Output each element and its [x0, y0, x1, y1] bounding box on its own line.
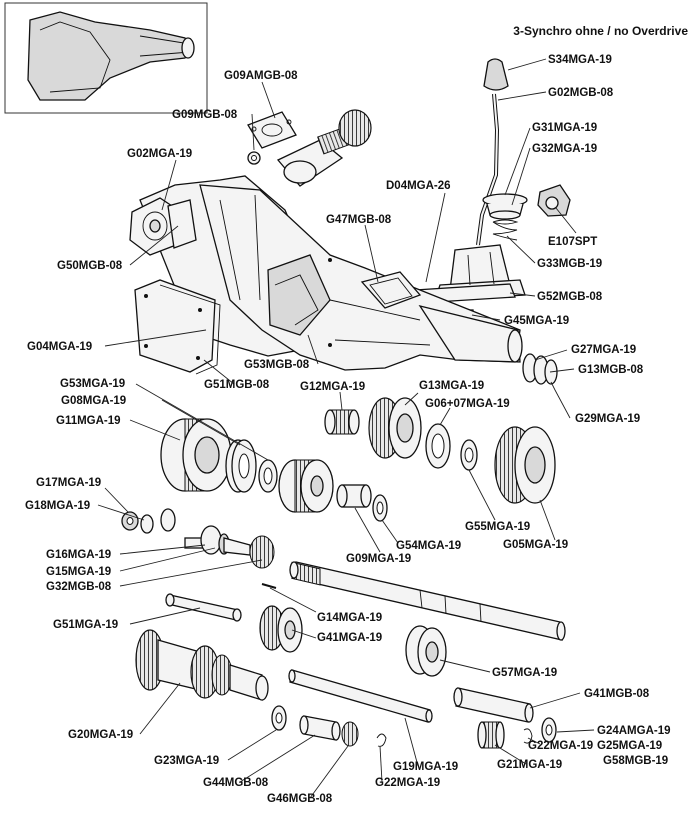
side-cover-gasket: [159, 284, 221, 375]
label-G18MGA19: G18MGA-19: [25, 500, 90, 512]
spacer-tube: [299, 715, 341, 741]
label-G05MGA19: G05MGA-19: [503, 539, 568, 551]
label-G13MGA19: G13MGA-19: [419, 380, 484, 392]
label-G54MGA19: G54MGA-19: [396, 540, 461, 552]
reverse-light-switch: [537, 184, 571, 217]
label-G09AMGB08: G09AMGB-08: [224, 70, 298, 82]
speedo-drive: [276, 109, 372, 187]
gear-lever: [476, 93, 500, 246]
reverse-shaft: [288, 669, 433, 723]
label-G25MGA19: G25MGA-19: [597, 740, 662, 752]
label-D04MGA26: D04MGA-26: [386, 180, 451, 192]
label-G21MGA19: G21MGA-19: [497, 759, 562, 771]
label-G44MGB08: G44MGB-08: [203, 777, 269, 789]
third-gear: [368, 397, 422, 459]
rear-seal-set: [522, 353, 558, 385]
second-gear: [278, 459, 334, 513]
gear-bush: [336, 484, 372, 508]
label-G50MGB08: G50MGB-08: [57, 260, 123, 272]
label-G16MGA19: G16MGA-19: [46, 549, 111, 561]
label-G09MGB08: G09MGB-08: [172, 109, 238, 121]
label-G29MGA19: G29MGA-19: [575, 413, 640, 425]
circlip-rear: [523, 728, 533, 744]
label-G51MGA19: G51MGA-19: [53, 619, 118, 631]
label-G51MGB08: G51MGB-08: [204, 379, 270, 391]
label-G58MGB19: G58MGB-19: [603, 755, 668, 767]
label-G32MGA19: G32MGA-19: [532, 143, 597, 155]
needle-roller-bearing: [477, 721, 505, 749]
diagram-header: 3-Synchro ohne / no Overdrive: [513, 24, 688, 38]
front-gasket: [167, 199, 197, 249]
laygear-cluster: [135, 629, 269, 701]
label-G52MGB08: G52MGB-08: [537, 291, 603, 303]
label-G53MGA19: G53MGA-19: [60, 378, 125, 390]
label-G53MGB08: G53MGB-08: [244, 359, 310, 371]
label-G09MGA19: G09MGA-19: [346, 553, 411, 565]
third-gear-bush: [324, 409, 360, 435]
label-G31MGA19: G31MGA-19: [532, 122, 597, 134]
label-G32MGB08: G32MGB-08: [46, 581, 112, 593]
label-G41MGA19: G41MGA-19: [317, 632, 382, 644]
label-G02MGB08: G02MGB-08: [548, 87, 614, 99]
label-G24AMGA19: G24AMGA-19: [597, 725, 671, 737]
label-G13MGB08: G13MGB-08: [578, 364, 644, 376]
synchro-hub: [160, 418, 232, 492]
main-bearing: [405, 625, 447, 677]
label-G0607MGA19: G06+07MGA-19: [425, 398, 510, 410]
label-G17MGA19: G17MGA-19: [36, 477, 101, 489]
lever-cup: [482, 193, 528, 241]
label-G22MGA19-bottom: G22MGA-19: [375, 777, 440, 789]
mainshaft: [289, 561, 566, 641]
roll-pin: [261, 583, 277, 589]
label-S34MGA19: S34MGA-19: [548, 54, 612, 66]
label-G55MGA19: G55MGA-19: [465, 521, 530, 533]
label-G12MGA19: G12MGA-19: [300, 381, 365, 393]
label-G15MGA19: G15MGA-19: [46, 566, 111, 578]
label-G23MGA19: G23MGA-19: [154, 755, 219, 767]
label-G47MGB08: G47MGB-08: [326, 214, 392, 226]
label-G02MGA19: G02MGA-19: [127, 148, 192, 160]
side-cover: [134, 279, 216, 373]
input-shaft: [184, 525, 275, 569]
label-G11MGA19: G11MGA-19: [56, 415, 121, 427]
label-G27MGA19: G27MGA-19: [571, 344, 636, 356]
label-G20MGA19: G20MGA-19: [68, 729, 133, 741]
label-G46MGB08: G46MGB-08: [267, 793, 333, 805]
needle-bearing: [341, 721, 359, 747]
label-G33MGB19: G33MGB-19: [537, 258, 602, 270]
label-G08MGA19: G08MGA-19: [61, 395, 126, 407]
label-E107SPT: E107SPT: [548, 236, 597, 248]
leader-lines: [97, 58, 595, 799]
label-G22MGA19-right: G22MGA-19: [528, 740, 593, 752]
label-G14MGA19: G14MGA-19: [317, 612, 382, 624]
baulk-ring: [225, 439, 257, 493]
nut-and-washer: [121, 508, 176, 534]
layshaft: [165, 593, 242, 622]
top-synchro-hub: [494, 426, 556, 504]
part-labels: S34MGA-19 G02MGB-08 G09AMGB-08 G09MGB-08…: [25, 54, 671, 805]
gearbox-thumbnail: [4, 2, 208, 114]
label-G57MGA19: G57MGA-19: [492, 667, 557, 679]
circlip: [376, 733, 387, 747]
label-G19MGA19: G19MGA-19: [393, 761, 458, 773]
label-G41MGB08: G41MGB-08: [584, 688, 650, 700]
label-G04MGA19: G04MGA-19: [27, 341, 92, 353]
side-cover-plate: [247, 111, 297, 149]
label-G45MGA19: G45MGA-19: [504, 315, 569, 327]
reverse-idler-shaft: [453, 687, 534, 723]
gear-knob: [483, 58, 509, 91]
reverse-gear: [259, 605, 303, 653]
